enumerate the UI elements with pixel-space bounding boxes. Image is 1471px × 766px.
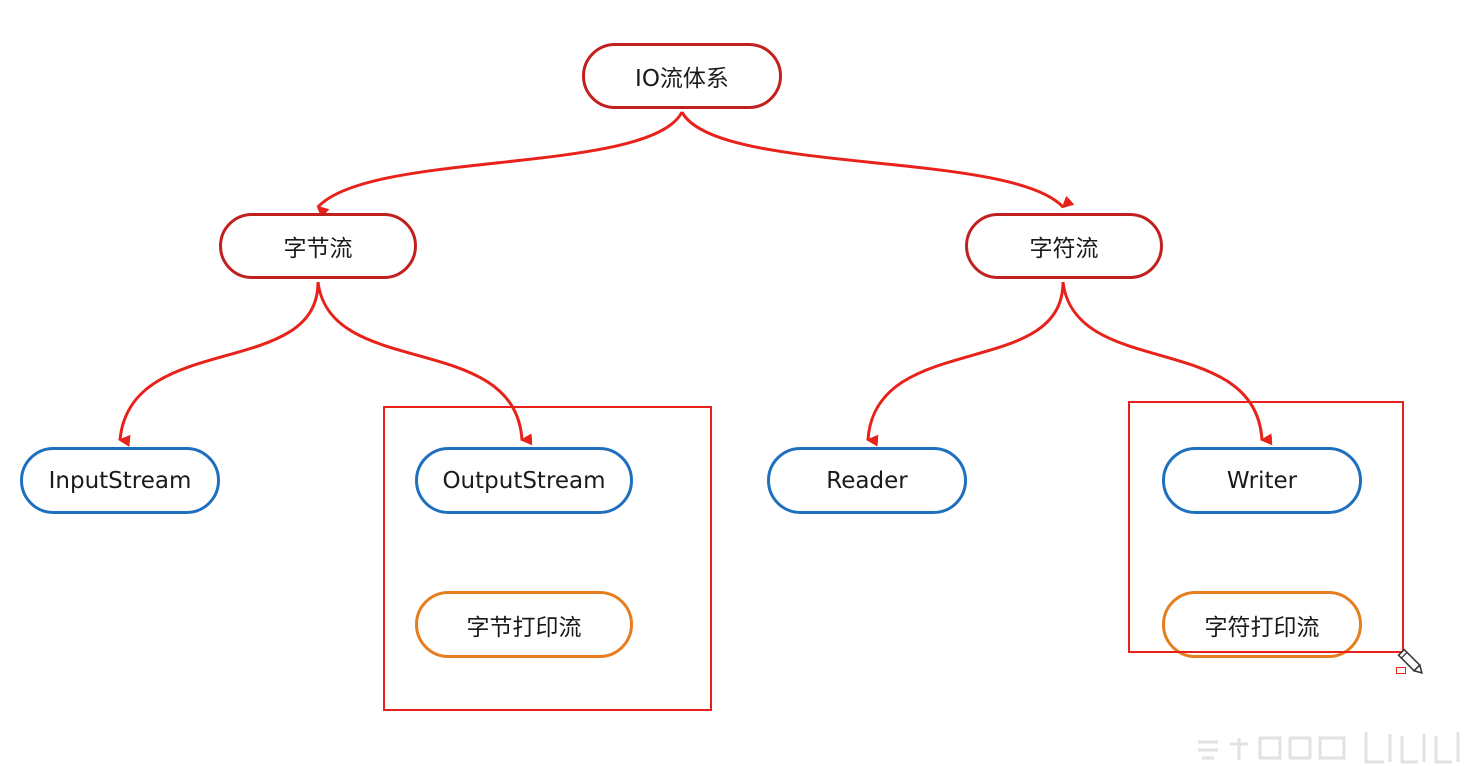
node-io-system: IO流体系 <box>582 43 782 109</box>
highlight-frame-byte-output <box>383 406 712 711</box>
pen-cursor-icon <box>1397 648 1423 674</box>
small-marker-square <box>1396 667 1406 674</box>
edge-byte-to-outputstream <box>316 281 533 446</box>
node-reader: Reader <box>767 447 967 514</box>
node-char-stream: 字符流 <box>965 213 1163 279</box>
node-byte-stream: 字节流 <box>219 213 417 279</box>
bilibili-watermark-logo <box>1198 732 1460 764</box>
edge-root-to-char-stream <box>680 111 1075 209</box>
node-writer: Writer <box>1162 447 1362 514</box>
node-byte-print-stream: 字节打印流 <box>415 591 633 658</box>
node-inputstream: InputStream <box>20 447 220 514</box>
edge-byte-to-inputstream <box>118 281 320 447</box>
edge-char-to-reader <box>866 281 1065 447</box>
node-char-print-stream: 字符打印流 <box>1162 591 1362 658</box>
highlight-frame-char-writer <box>1128 401 1404 653</box>
node-outputstream: OutputStream <box>415 447 633 514</box>
edge-root-to-byte-stream <box>316 111 684 219</box>
edge-char-to-writer <box>1061 281 1273 446</box>
